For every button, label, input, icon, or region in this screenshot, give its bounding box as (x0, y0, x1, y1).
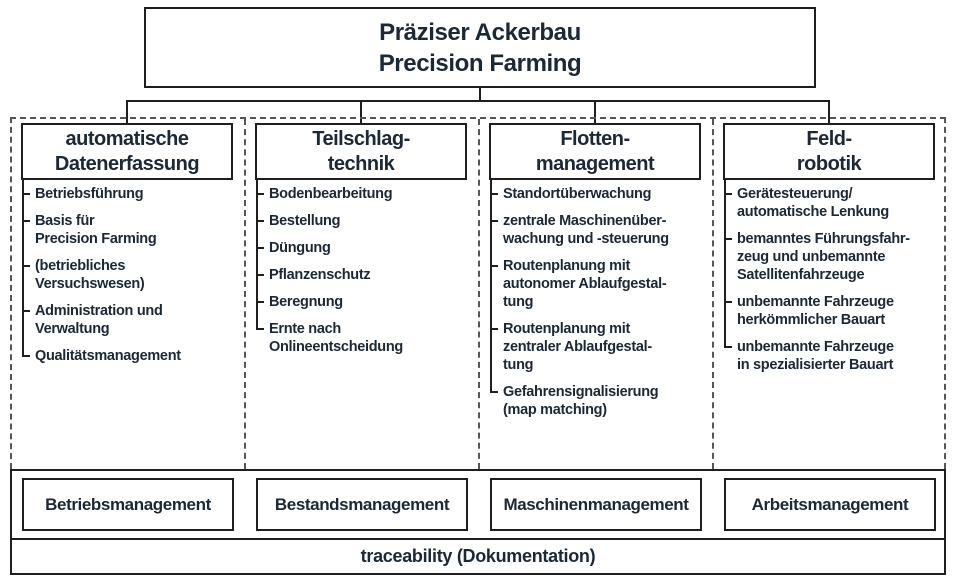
tree-item: zentrale Maschinenüber- wachung und -ste… (490, 203, 708, 248)
management-box-maschinenmanagement: Maschinenmanagement (490, 478, 702, 531)
tree-item: Bodenbearbeitung (256, 180, 474, 203)
column-flottenmanagement: Flotten- management Standortüberwachung … (478, 117, 712, 469)
tree-item: Qualitätsmanagement (22, 338, 240, 365)
connector-drop-feldrobotik (828, 100, 830, 124)
item-list: Bodenbearbeitung Bestellung Düngung Pfla… (256, 180, 474, 356)
connector-horizontal-line (126, 100, 830, 102)
tree-item: Routenplanung mit zentraler Ablaufgestal… (490, 311, 708, 374)
tree-item: Düngung (256, 230, 474, 257)
page-title: Präziser Ackerbau Precision Farming (378, 18, 582, 77)
connector-title-stem (479, 87, 481, 102)
tree-item: Routenplanung mit autonomer Ablaufgestal… (490, 248, 708, 311)
tree-item: Administration und Verwaltung (22, 293, 240, 338)
tree-item: bemanntes Führungsfahr- zeug und unbeman… (724, 221, 942, 284)
management-box-arbeitsmanagement: Arbeitsmanagement (724, 478, 936, 531)
column-header: Flotten- management (489, 123, 701, 180)
column-automatische-datenerfassung: automatische Datenerfassung Betriebsführ… (10, 117, 244, 469)
management-row: Betriebsmanagement Bestandsmanagement Ma… (10, 469, 946, 540)
column-header: Teilschlag- technik (255, 123, 467, 180)
connector-drop-flottenmanagement (594, 100, 596, 124)
connector-drop-teilschlagtechnik (360, 100, 362, 124)
management-box-betriebsmanagement: Betriebsmanagement (22, 478, 234, 531)
tree-item: Gerätesteuerung/ automatische Lenkung (724, 180, 942, 221)
management-box-bestandsmanagement: Bestandsmanagement (256, 478, 468, 531)
tree-item: (betriebliches Versuchswesen) (22, 248, 240, 293)
column-feldrobotik: Feld- robotik Gerätesteuerung/ automatis… (712, 117, 946, 469)
traceability-bar: traceability (Dokumentation) (10, 538, 946, 575)
column-header: Feld- robotik (723, 123, 935, 180)
item-list: Standortüberwachung zentrale Maschinenüb… (490, 180, 708, 419)
tree-item: Beregnung (256, 284, 474, 311)
item-list: Gerätesteuerung/ automatische Lenkung be… (724, 180, 942, 374)
column-header: automatische Datenerfassung (21, 123, 233, 180)
tree-item: Gefahrensignalisierung (map matching) (490, 374, 708, 419)
tree-item: Standortüberwachung (490, 180, 708, 203)
column-teilschlagtechnik: Teilschlag- technik Bodenbearbeitung Bes… (244, 117, 478, 469)
item-list: Betriebsführung Basis für Precision Farm… (22, 180, 240, 365)
tree-item: Bestellung (256, 203, 474, 230)
title-box: Präziser Ackerbau Precision Farming (144, 7, 816, 88)
tree-item: unbemannte Fahrzeuge herkömmlicher Bauar… (724, 284, 942, 329)
tree-item: Pflanzenschutz (256, 257, 474, 284)
tree-item: Betriebsführung (22, 180, 240, 203)
tree-item: Ernte nach Onlineentscheidung (256, 311, 474, 356)
connector-drop-datenerfassung (126, 100, 128, 124)
tree-item: Basis für Precision Farming (22, 203, 240, 248)
tree-item: unbemannte Fahrzeuge in spezialisierter … (724, 329, 942, 374)
